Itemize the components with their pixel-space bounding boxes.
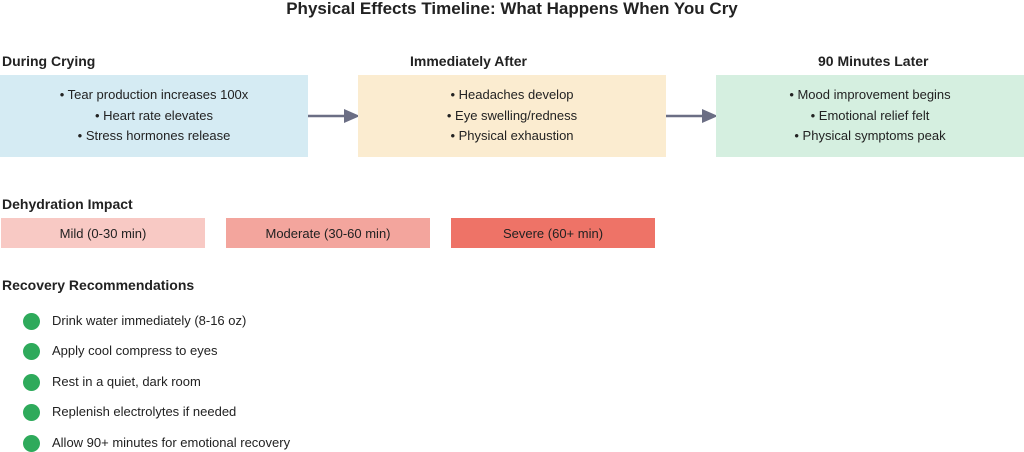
page-title: Physical Effects Timeline: What Happens … <box>286 0 738 18</box>
stage-bullet: • Headaches develop <box>450 87 574 103</box>
green-dot-icon <box>23 312 40 330</box>
recommendation-text: Drink water immediately (8-16 oz) <box>52 313 247 328</box>
list-item: Allow 90+ minutes for emotional recovery <box>23 434 290 452</box>
green-dot-icon <box>23 434 40 452</box>
stage-bullet: • Tear production increases 100x <box>59 87 249 103</box>
stage-bullet: • Stress hormones release <box>77 128 231 144</box>
dehydration-level-moderate: Moderate (30-60 min) <box>226 218 430 248</box>
arrow-right-icon <box>308 109 360 123</box>
list-item: Drink water immediately (8-16 oz) <box>23 312 246 330</box>
stage-bullet: • Heart rate elevates <box>95 107 213 123</box>
list-item: Rest in a quiet, dark room <box>23 373 201 391</box>
dehydration-level-severe: Severe (60+ min) <box>451 218 655 248</box>
stage-box-90-minutes-later: • Mood improvement begins • Emotional re… <box>716 75 1024 157</box>
stage-box-immediately-after: • Headaches develop • Eye swelling/redne… <box>358 75 666 157</box>
stage-bullet: • Mood improvement begins <box>789 87 951 103</box>
green-dot-icon <box>23 342 40 360</box>
dehydration-level-mild: Mild (0-30 min) <box>1 218 205 248</box>
recovery-heading: Recovery Recommendations <box>2 277 195 293</box>
stage-bullet: • Physical exhaustion <box>450 128 574 144</box>
recommendation-text: Apply cool compress to eyes <box>52 343 218 358</box>
green-dot-icon <box>23 403 40 421</box>
recommendation-text: Replenish electrolytes if needed <box>52 404 237 419</box>
list-item: Apply cool compress to eyes <box>23 342 217 360</box>
stage-bullet: • Emotional relief felt <box>810 107 930 123</box>
green-dot-icon <box>23 373 40 391</box>
arrow-right-icon <box>666 109 718 123</box>
stage-bullet: • Eye swelling/redness <box>446 107 578 123</box>
dehydration-heading: Dehydration Impact <box>2 196 133 212</box>
recommendation-text: Rest in a quiet, dark room <box>52 374 201 389</box>
list-item: Replenish electrolytes if needed <box>23 403 236 421</box>
recommendation-text: Allow 90+ minutes for emotional recovery <box>52 435 291 450</box>
stage-bullet: • Physical symptoms peak <box>794 128 946 144</box>
stage-heading-immediately-after: Immediately After <box>410 53 527 69</box>
stage-heading-during-crying: During Crying <box>2 53 96 69</box>
stage-box-during-crying: • Tear production increases 100x • Heart… <box>0 75 308 157</box>
stage-heading-90-minutes-later: 90 Minutes Later <box>818 53 929 69</box>
